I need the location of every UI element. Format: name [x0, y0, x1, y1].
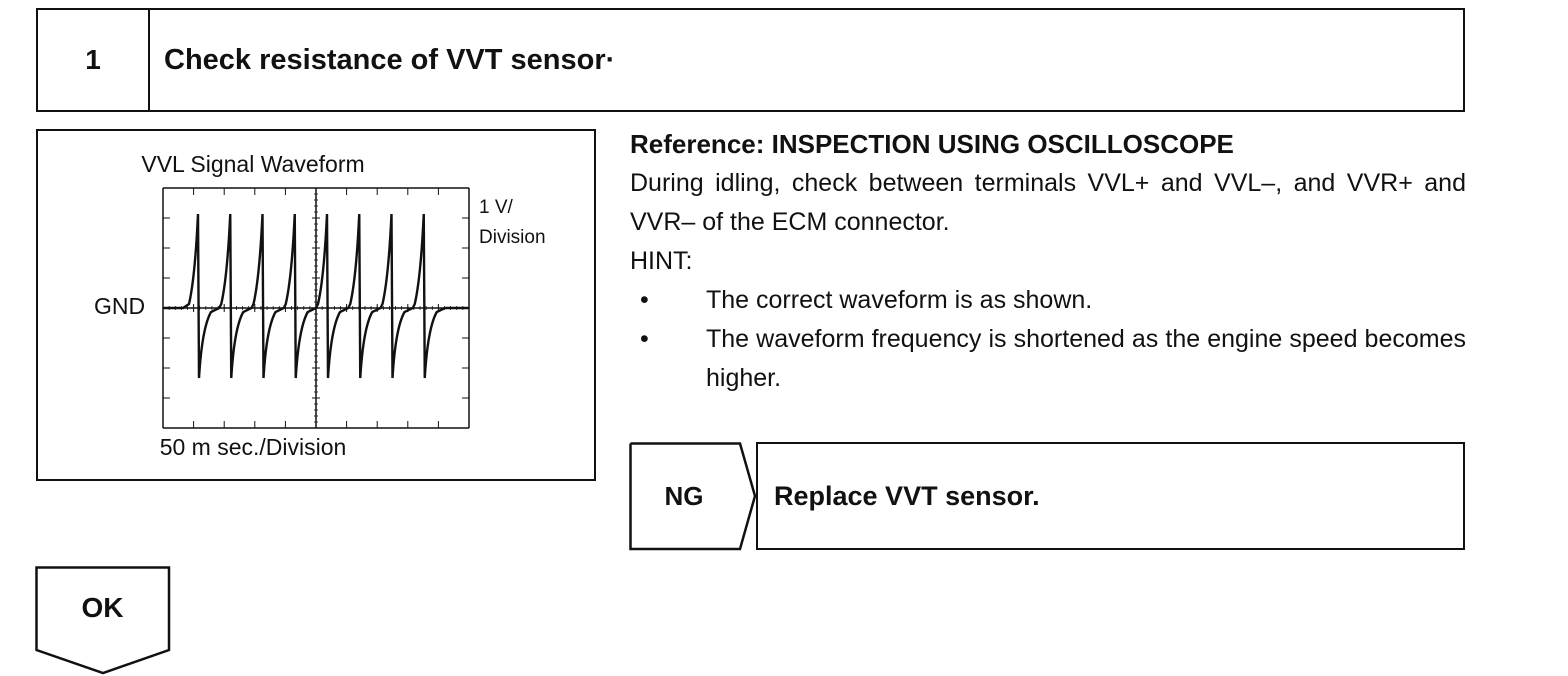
waveform-title: VVL Signal Waveform [141, 151, 365, 177]
volt-per-division-line2: Division [479, 227, 546, 248]
hint-label: HINT: [630, 247, 693, 275]
hint-item: • The waveform frequency is shortened as… [630, 320, 1466, 398]
reference-heading: Reference: INSPECTION USING OSCILLOSCOPE [630, 129, 1234, 159]
reference-text: During idling, check between terminals V… [630, 169, 1466, 236]
ng-action-box: Replace VVT sensor. [756, 442, 1465, 550]
reference-section: Reference: INSPECTION USING OSCILLOSCOPE… [630, 125, 1466, 398]
ok-label: OK [81, 592, 124, 623]
hint-text: The waveform frequency is shortened as t… [706, 325, 1466, 392]
step-title: Check resistance of VVT sensor· [164, 43, 616, 76]
ok-arrow-shape [35, 566, 171, 675]
ng-arrow-shape [629, 442, 757, 551]
ng-label: NG [664, 480, 704, 511]
hint-text: The correct waveform is as shown. [706, 286, 1093, 314]
waveform-illustration: VVL Signal Waveform GND 1 V/ Division 50… [36, 129, 596, 481]
time-per-division-label: 50 m sec./Division [159, 434, 347, 460]
volt-per-division-line1: 1 V/ [479, 197, 513, 218]
ng-action-text: Replace VVT sensor. [774, 480, 1040, 511]
gnd-label: GND [94, 293, 146, 319]
hint-item: • The correct waveform is as shown. [630, 281, 1466, 320]
step-header: 1 Check resistance of VVT sensor· [36, 8, 1465, 112]
step-number: 1 [38, 10, 150, 110]
bullet-icon: • [640, 286, 649, 314]
hint-list: • The correct waveform is as shown. • Th… [630, 281, 1466, 398]
waveform-trace [163, 213, 469, 379]
bullet-icon: • [640, 325, 649, 353]
oscilloscope-screen [162, 187, 470, 429]
volt-per-division-label: 1 V/ Division [479, 193, 546, 253]
